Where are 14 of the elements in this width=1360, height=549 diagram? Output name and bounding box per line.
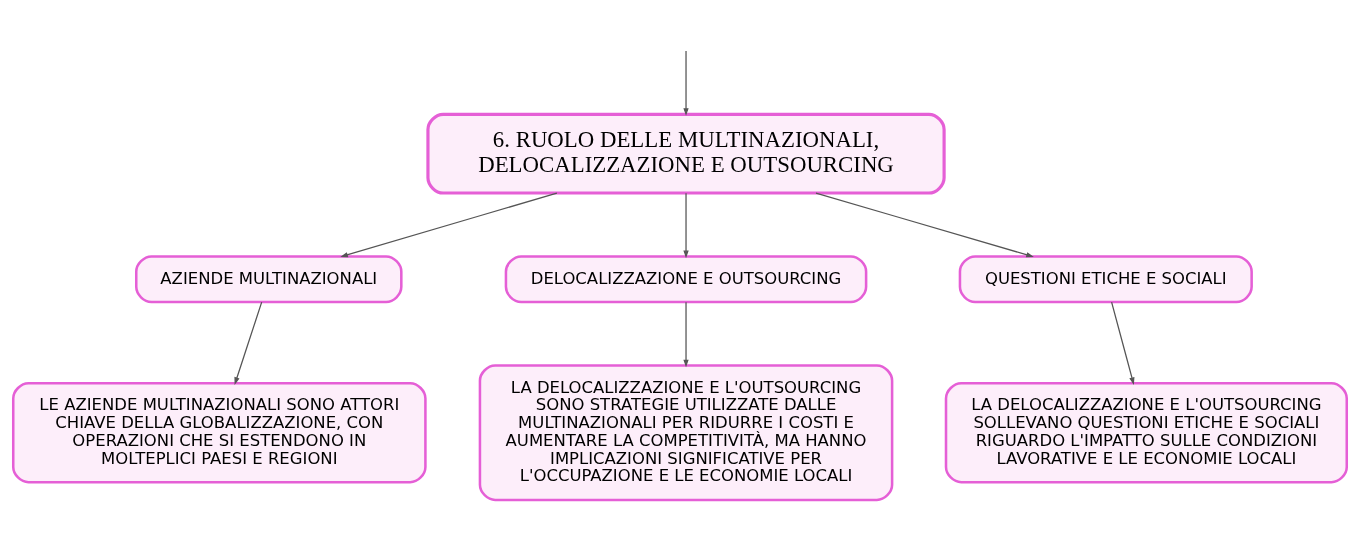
node-box: AZIENDE MULTINAZIONALI [135,254,403,303]
node-box: LA DELOCALIZZAZIONE E L'OUTSOURCING SOLLEVANO QUESTIONI ETICHE E SOCIALI RIGUARDO L'IMPATTO SULLE CONDIZIONI LAVORATIVE E LE ECONOMIE LOCALI [944,381,1348,483]
arrow [683,301,689,367]
node-box: QUESTIONI ETICHE E SOCIALI [958,254,1253,303]
node-box: 6. RUOLO DELLE MULTINAZIONALI, DELOCALIZZAZIONE E OUTSOURCING [426,112,946,195]
node-box: LE AZIENDE MULTINAZIONALI SONO ATTORI CHIAVE DELLA GLOBALIZZAZIONE, CON OPERAZIONI CHE SI ESTENDONO IN MOLTEPLICI PAESI E REGIONI [12,381,427,483]
arrow [340,191,558,257]
arrow [1110,301,1135,385]
arrow [683,49,689,116]
arrow [815,191,1034,257]
node-box: LA DELOCALIZZAZIONE E L'OUTSOURCING SONO STRATEGIE UTILIZZATE DALLE MULTINAZIONALI PER RIDURRE I COSTI E AUMENTARE LA COMPETITIVITÀ, MA HANNO IMPLICAZIONI SIGNIFICATIVE PER L'OCCUPAZIONE E LE ECONOMIE LOCALI [478,363,894,501]
arrow [683,192,689,258]
arrow [234,301,263,385]
node-box: DELOCALIZZAZIONE E OUTSOURCING [504,254,868,303]
